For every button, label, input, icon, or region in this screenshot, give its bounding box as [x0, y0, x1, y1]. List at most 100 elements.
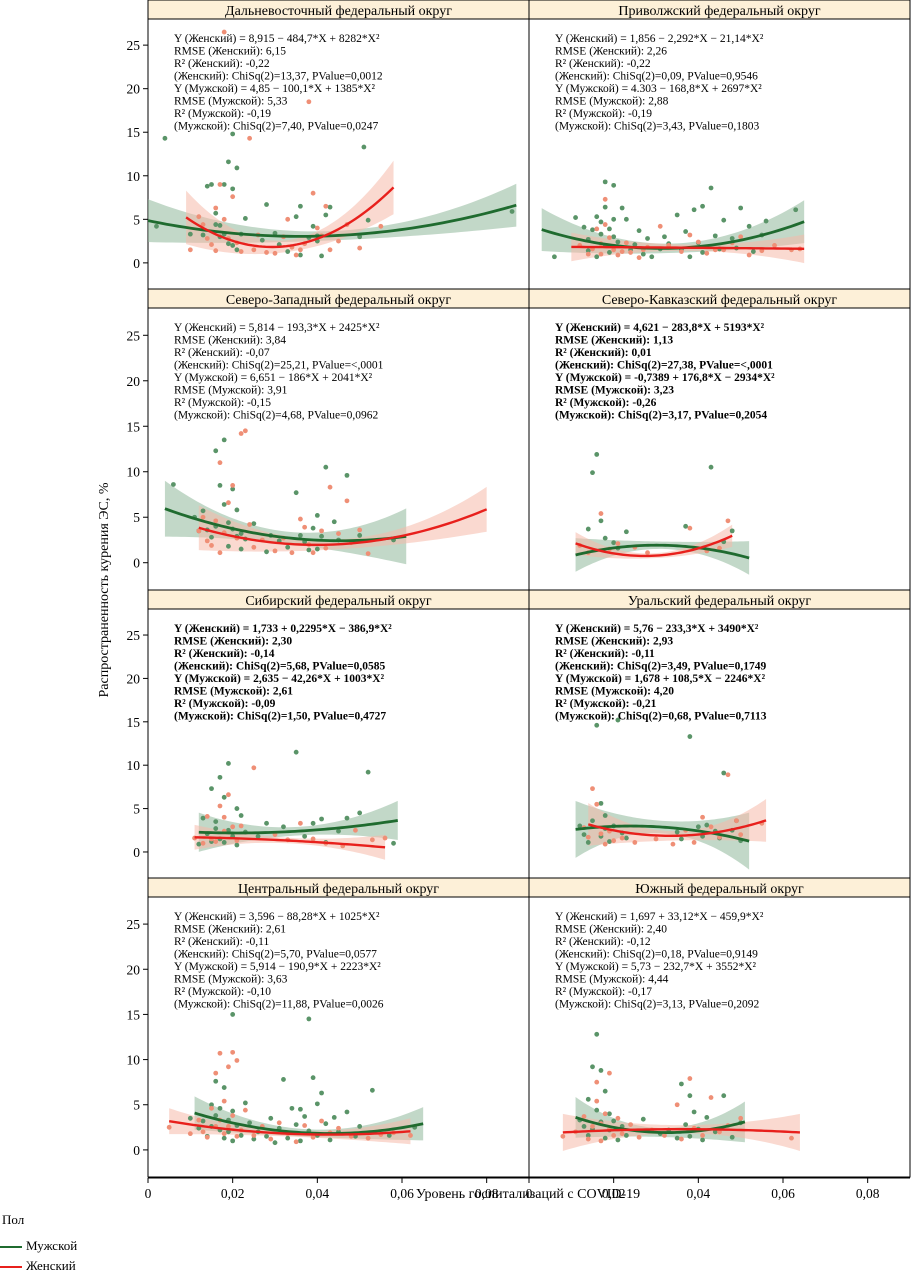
female-point — [687, 525, 693, 531]
male-point — [234, 806, 240, 811]
male-point — [585, 1133, 591, 1138]
x-tick-label: 0,02 — [602, 1186, 626, 1201]
y-tick-label: 0 — [133, 556, 140, 571]
female-point — [611, 838, 617, 844]
x-tick-label: 0,06 — [390, 1186, 414, 1201]
male-point — [594, 1107, 600, 1113]
male-point — [594, 214, 600, 220]
stat-line: R² (Мужской): -0,21 — [555, 698, 657, 710]
stat-line: Y (Мужской) = 6,651 − 186*X + 2041*X² — [174, 372, 373, 384]
male-point — [365, 217, 371, 223]
female-point — [607, 235, 612, 241]
male-point — [285, 1135, 291, 1141]
panel-data — [164, 428, 488, 565]
male-point — [357, 810, 363, 816]
panel-frame — [528, 896, 911, 1178]
male-point — [602, 535, 608, 541]
female-point — [200, 514, 206, 520]
male-point — [573, 215, 578, 220]
panel-title: Северо-Кавказский федеральный округ — [602, 293, 838, 308]
male-point — [242, 1100, 248, 1106]
panel-title: Уральский федеральный округ — [628, 594, 812, 609]
male-point — [238, 1133, 244, 1138]
y-tick-label: 20 — [127, 374, 141, 389]
male-point — [298, 533, 303, 538]
male-point — [598, 518, 604, 524]
male-point — [602, 204, 608, 210]
female-point — [408, 1133, 413, 1138]
male-point — [323, 212, 329, 218]
female-point — [560, 1133, 566, 1139]
y-tick-label: 10 — [127, 465, 141, 480]
male-point — [259, 237, 265, 243]
female-point — [687, 232, 693, 238]
male-point — [585, 840, 591, 845]
male-point — [226, 543, 231, 549]
male-fit-line — [575, 1116, 746, 1134]
female-point — [226, 1064, 231, 1070]
stat-line: R² (Женский): -0,14 — [174, 648, 275, 660]
male-point — [242, 216, 248, 221]
male-point — [721, 770, 727, 776]
y-tick-label: 15 — [127, 419, 141, 434]
male-point — [226, 241, 231, 247]
x-tick-label: 0,02 — [221, 1186, 245, 1201]
stat-line: RMSE (Мужской): 4,44 — [555, 974, 669, 986]
female-point — [268, 1136, 274, 1142]
y-tick-label: 25 — [127, 917, 141, 932]
female-point — [306, 99, 312, 105]
male-point — [344, 472, 350, 478]
female-point — [251, 544, 257, 550]
male-point — [691, 207, 697, 213]
male-point — [226, 159, 231, 165]
female-point — [200, 222, 206, 227]
female-point — [323, 203, 329, 209]
y-tick-label: 20 — [127, 962, 141, 977]
male-point — [226, 1129, 231, 1135]
male-point — [213, 819, 219, 824]
female-point — [746, 252, 752, 258]
female-point — [611, 247, 617, 253]
male-point — [585, 1096, 591, 1102]
male-point — [607, 226, 612, 232]
male-point — [281, 824, 286, 830]
male-point — [679, 836, 684, 842]
female-point — [217, 460, 223, 466]
female-point — [623, 240, 629, 246]
male-point — [209, 786, 214, 792]
female-point — [209, 242, 214, 247]
male-point — [314, 513, 320, 518]
female-point — [327, 247, 333, 253]
female-point — [213, 248, 219, 254]
stat-line: Y (Мужской) = 1,678 + 108,5*X − 2246*X² — [555, 673, 766, 685]
legend-swatch-female — [0, 1266, 22, 1269]
female-point — [310, 836, 316, 842]
female-point — [221, 216, 227, 222]
stat-line: (Мужской): ChiSq(2)=0,68, PValue=0,7113 — [555, 711, 767, 723]
male-point — [323, 1121, 329, 1127]
male-point — [209, 534, 214, 540]
female-point — [619, 249, 625, 254]
female-fit-line — [168, 1119, 411, 1136]
panel-title: Северо-Западный федеральный округ — [226, 293, 452, 308]
male-point — [306, 1016, 312, 1022]
male-point — [729, 528, 735, 534]
male-point — [623, 835, 629, 841]
male-point — [217, 1105, 223, 1111]
female-point — [221, 1098, 227, 1104]
x-tick-label: 0 — [526, 1186, 533, 1201]
male-point — [310, 525, 316, 531]
stat-line: RMSE (Мужской): 4,20 — [555, 686, 674, 698]
y-tick-label: 5 — [133, 510, 140, 525]
male-point — [264, 549, 269, 555]
male-point — [585, 248, 591, 254]
male-point — [357, 533, 363, 538]
female-fit-line — [194, 836, 386, 849]
male-point — [268, 1115, 274, 1121]
male-point — [662, 234, 667, 240]
female-point — [200, 1129, 206, 1135]
male-fit-line — [198, 819, 398, 835]
female-point — [285, 216, 291, 222]
male-point — [687, 734, 693, 739]
